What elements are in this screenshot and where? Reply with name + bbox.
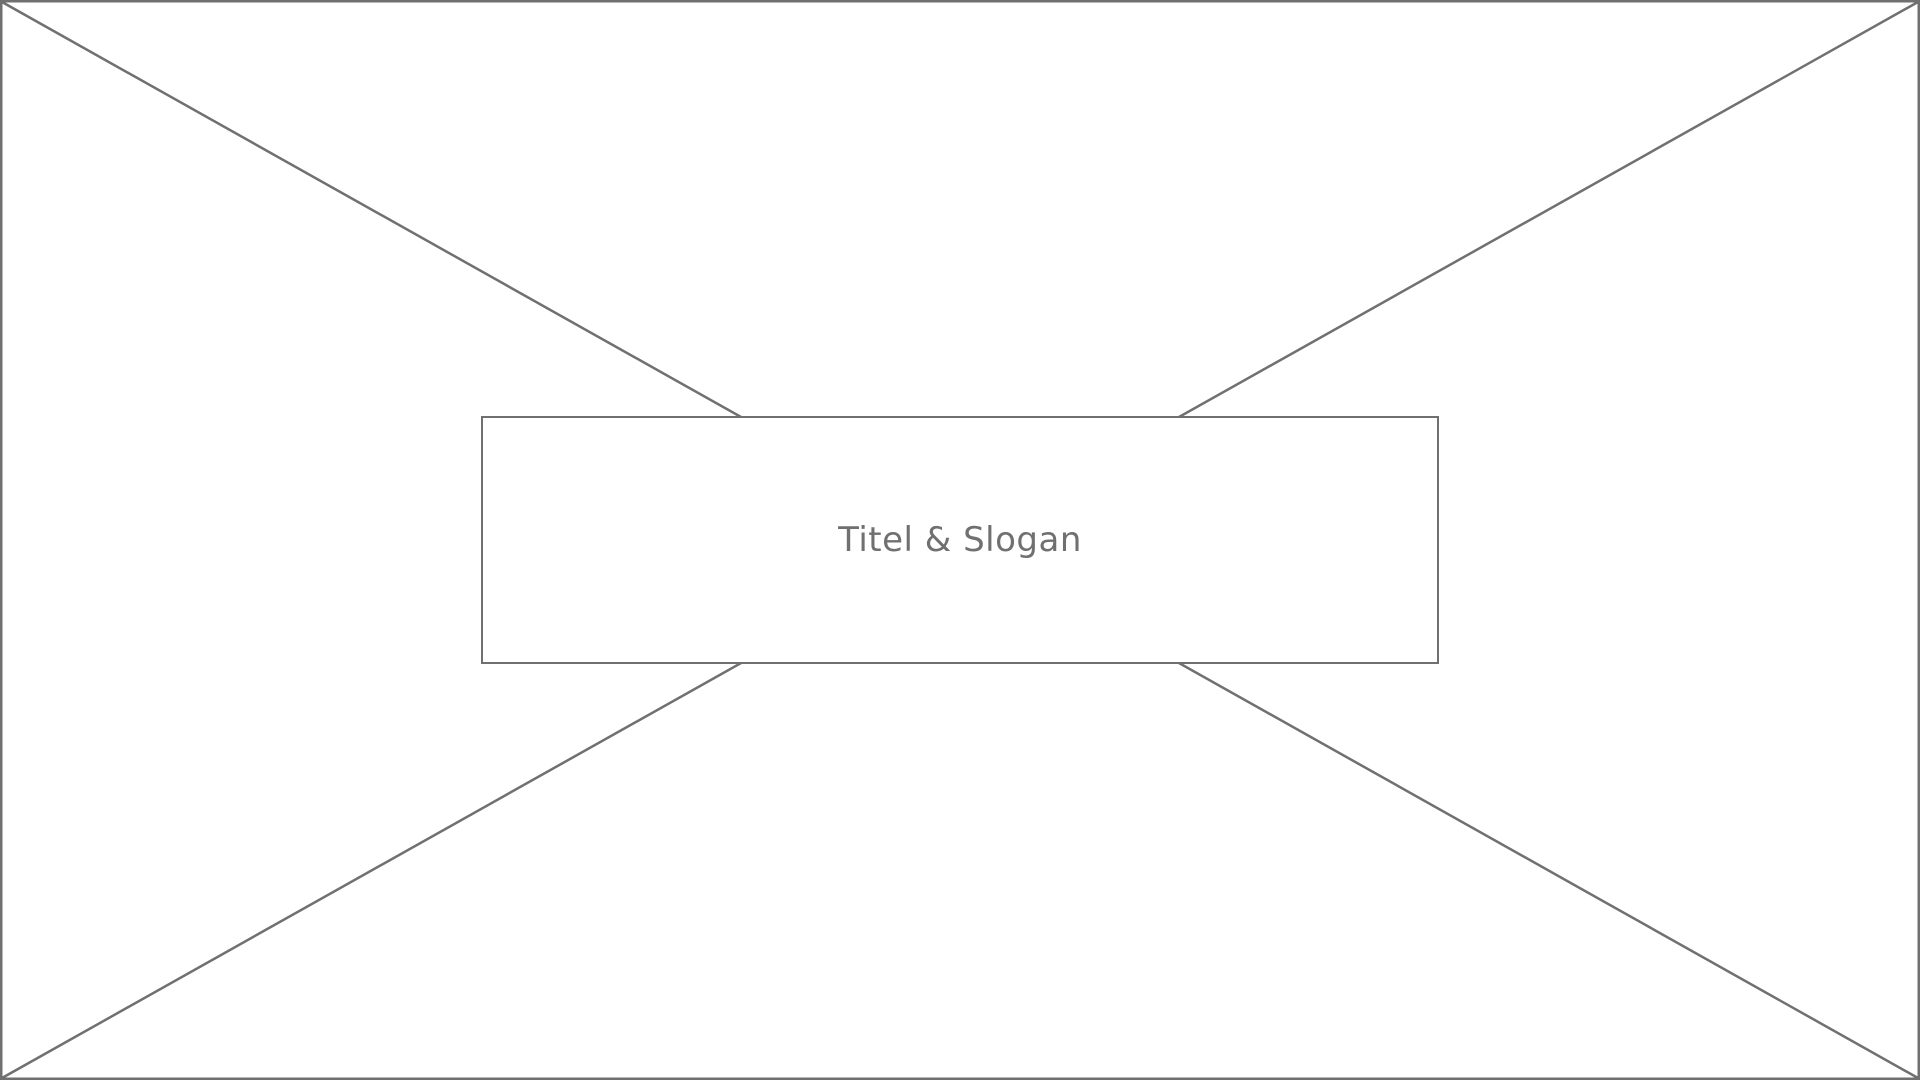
title-slogan-box: Titel & Slogan — [481, 416, 1439, 664]
title-slogan-label: Titel & Slogan — [838, 520, 1082, 560]
